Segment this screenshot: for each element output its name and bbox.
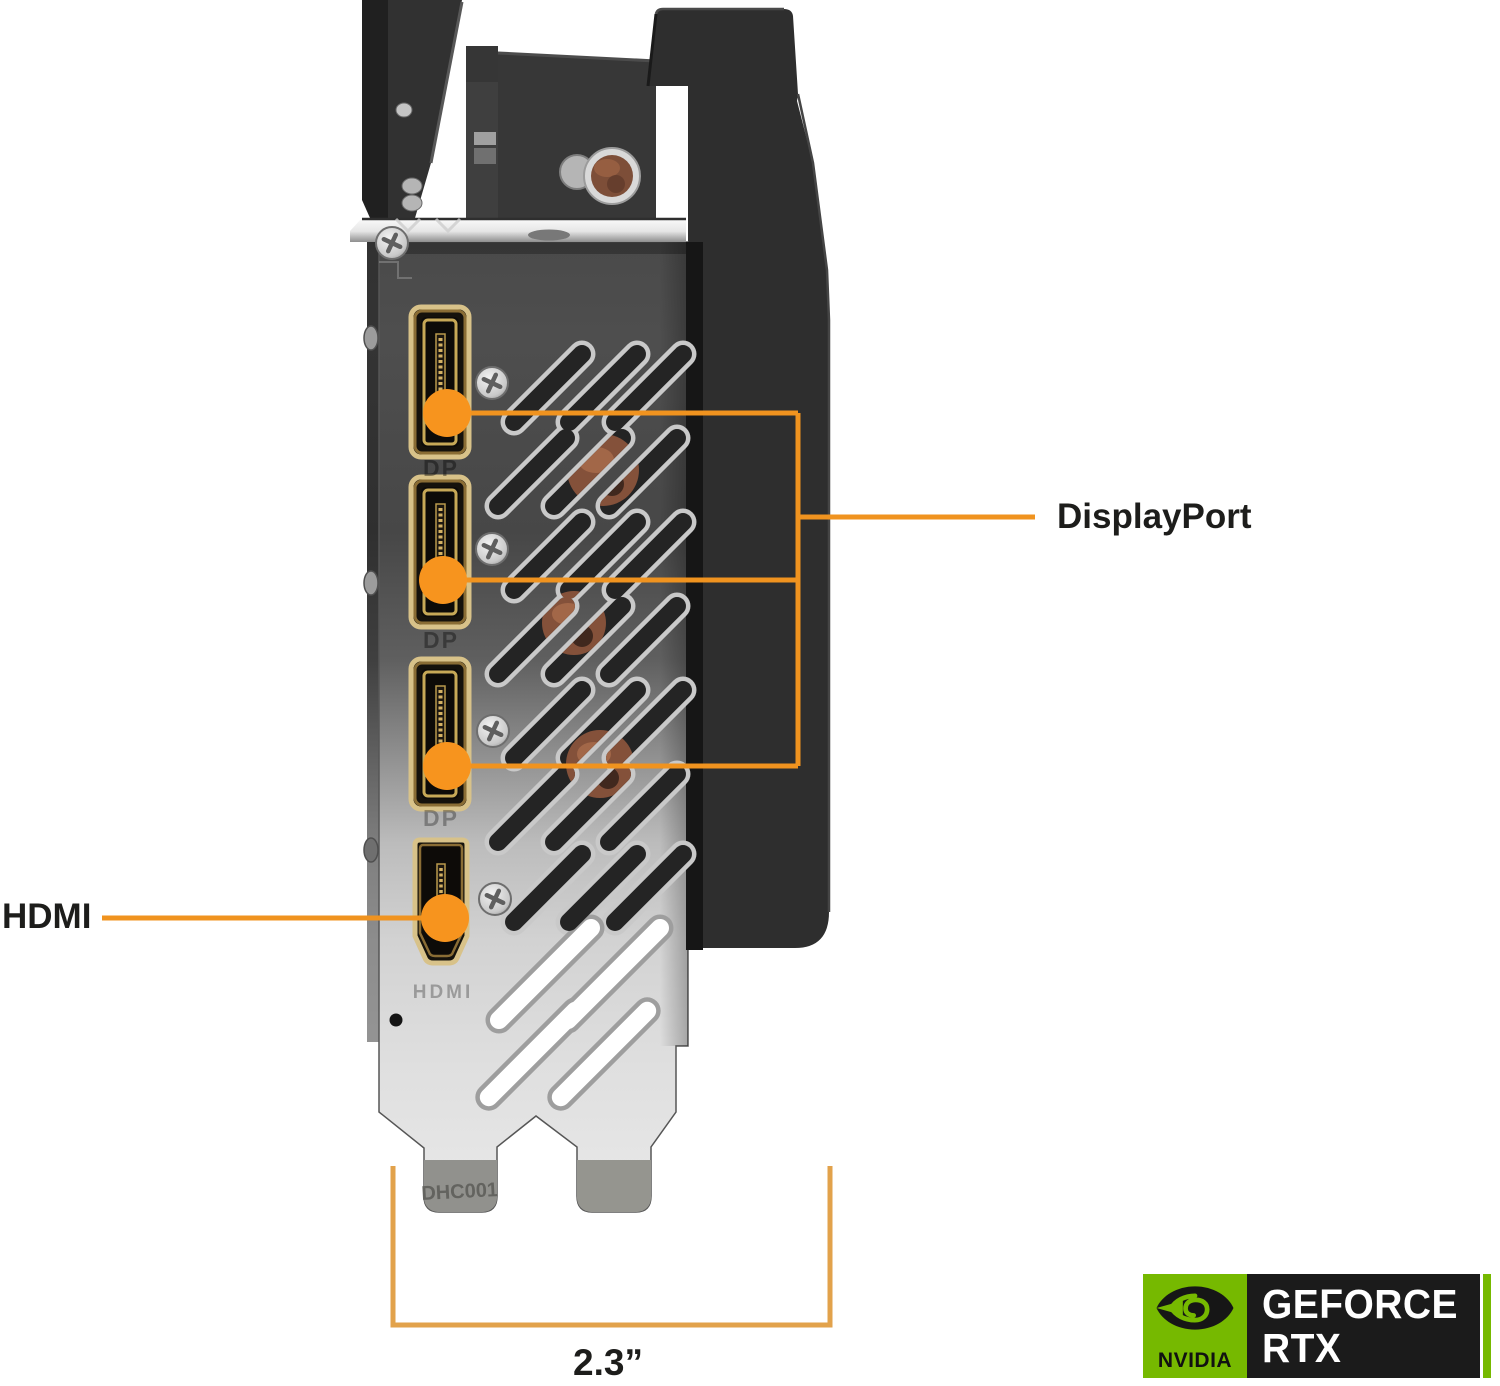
dp1-callout-dot xyxy=(423,389,471,437)
width-measurement-lines xyxy=(390,1166,833,1328)
heatpipe-end xyxy=(559,147,641,205)
dp-port-2 xyxy=(411,477,469,627)
nvidia-eye-icon xyxy=(1156,1286,1234,1330)
bracket-screw-3 xyxy=(477,715,509,747)
geforce-rtx-box: GEFORCE RTX xyxy=(1247,1274,1480,1378)
heatsink-top-assembly xyxy=(362,0,657,218)
bracket-screw-2 xyxy=(476,533,508,565)
bracket-edge-bump xyxy=(363,837,379,863)
displayport-callout-lines xyxy=(443,410,1035,769)
bracket-screw-1 xyxy=(476,367,508,399)
bracket-top-lip xyxy=(350,217,686,259)
heatpipes-through-vents xyxy=(542,434,639,798)
badge-accent-stripe xyxy=(1483,1274,1491,1378)
width-measurement-label: 2.3” xyxy=(573,1342,643,1383)
lip-screw xyxy=(376,227,408,259)
bracket-screw-4 xyxy=(479,883,511,915)
nvidia-logo-box: NVIDIA xyxy=(1143,1274,1247,1378)
bracket-rivet-hole xyxy=(389,1013,403,1027)
dp2-callout-dot xyxy=(419,556,467,604)
bracket-serial-stamp: DHC001 xyxy=(421,1179,499,1205)
displayport-label: DisplayPort xyxy=(1057,497,1252,536)
badge-divider xyxy=(1480,1274,1483,1378)
dp3-callout-dot xyxy=(423,742,471,790)
mounting-tabs: DHC001 xyxy=(421,1160,651,1212)
hdmi-callout-dot xyxy=(421,894,469,942)
geforce-text: GEFORCE xyxy=(1262,1281,1458,1327)
nvidia-wordmark: NVIDIA xyxy=(1157,1349,1233,1372)
bracket-edge-bump xyxy=(363,325,379,351)
hdmi-stamp: HDMI xyxy=(413,982,474,1003)
rtx-text: RTX xyxy=(1262,1325,1342,1371)
dp-stamp-1: DP xyxy=(423,455,459,481)
bracket-edge-bump xyxy=(363,570,379,596)
nvidia-geforce-rtx-badge: NVIDIA GEFORCE RTX xyxy=(1143,1274,1491,1378)
callout-dots xyxy=(419,389,471,942)
dp-stamp-3: DP xyxy=(423,805,459,831)
display-ports: DP DP DP HDMI xyxy=(411,307,511,1003)
hdmi-label: HDMI xyxy=(2,897,92,936)
dp-stamp-2: DP xyxy=(423,627,459,653)
